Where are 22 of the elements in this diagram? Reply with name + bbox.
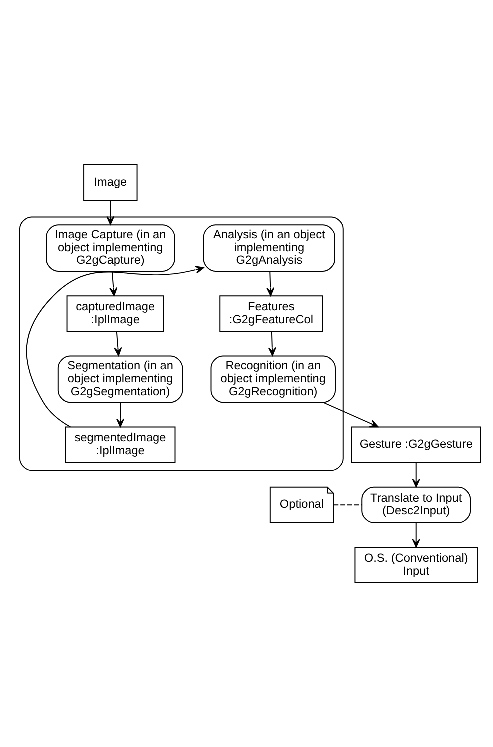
node-box: segmentedImage :IplImage [65,426,176,463]
node-box: Gesture :G2gGesture [351,426,482,463]
node-box: Image Capture (in an object implementing G2gCapture) [46,224,176,272]
node-box: Image [84,164,138,200]
node-box: Features :G2gFeatureCol [220,295,324,332]
arrow [26,265,204,428]
node-box: O.S. (Conventional) Input [354,546,478,584]
arrow [116,402,125,428]
arrow [268,330,276,356]
node-box: capturedImage :IplImage [66,295,164,332]
node-box: Segmentation (in an object implementing G2gSegmentation) [58,355,184,403]
arrow [412,462,420,488]
arrow [106,200,115,225]
arrow [114,330,122,356]
connector [333,504,363,506]
node-box: Analysis (in an object implementing G2gAnalysis [203,224,336,272]
arrow [322,402,379,428]
arrow [266,270,275,296]
node-box: Recognition (in an object implementing G2gRecognition) [210,355,336,403]
arrow [412,522,420,548]
node-box: Translate to Input (Desc2Input) [362,486,472,523]
arrow [110,270,118,296]
